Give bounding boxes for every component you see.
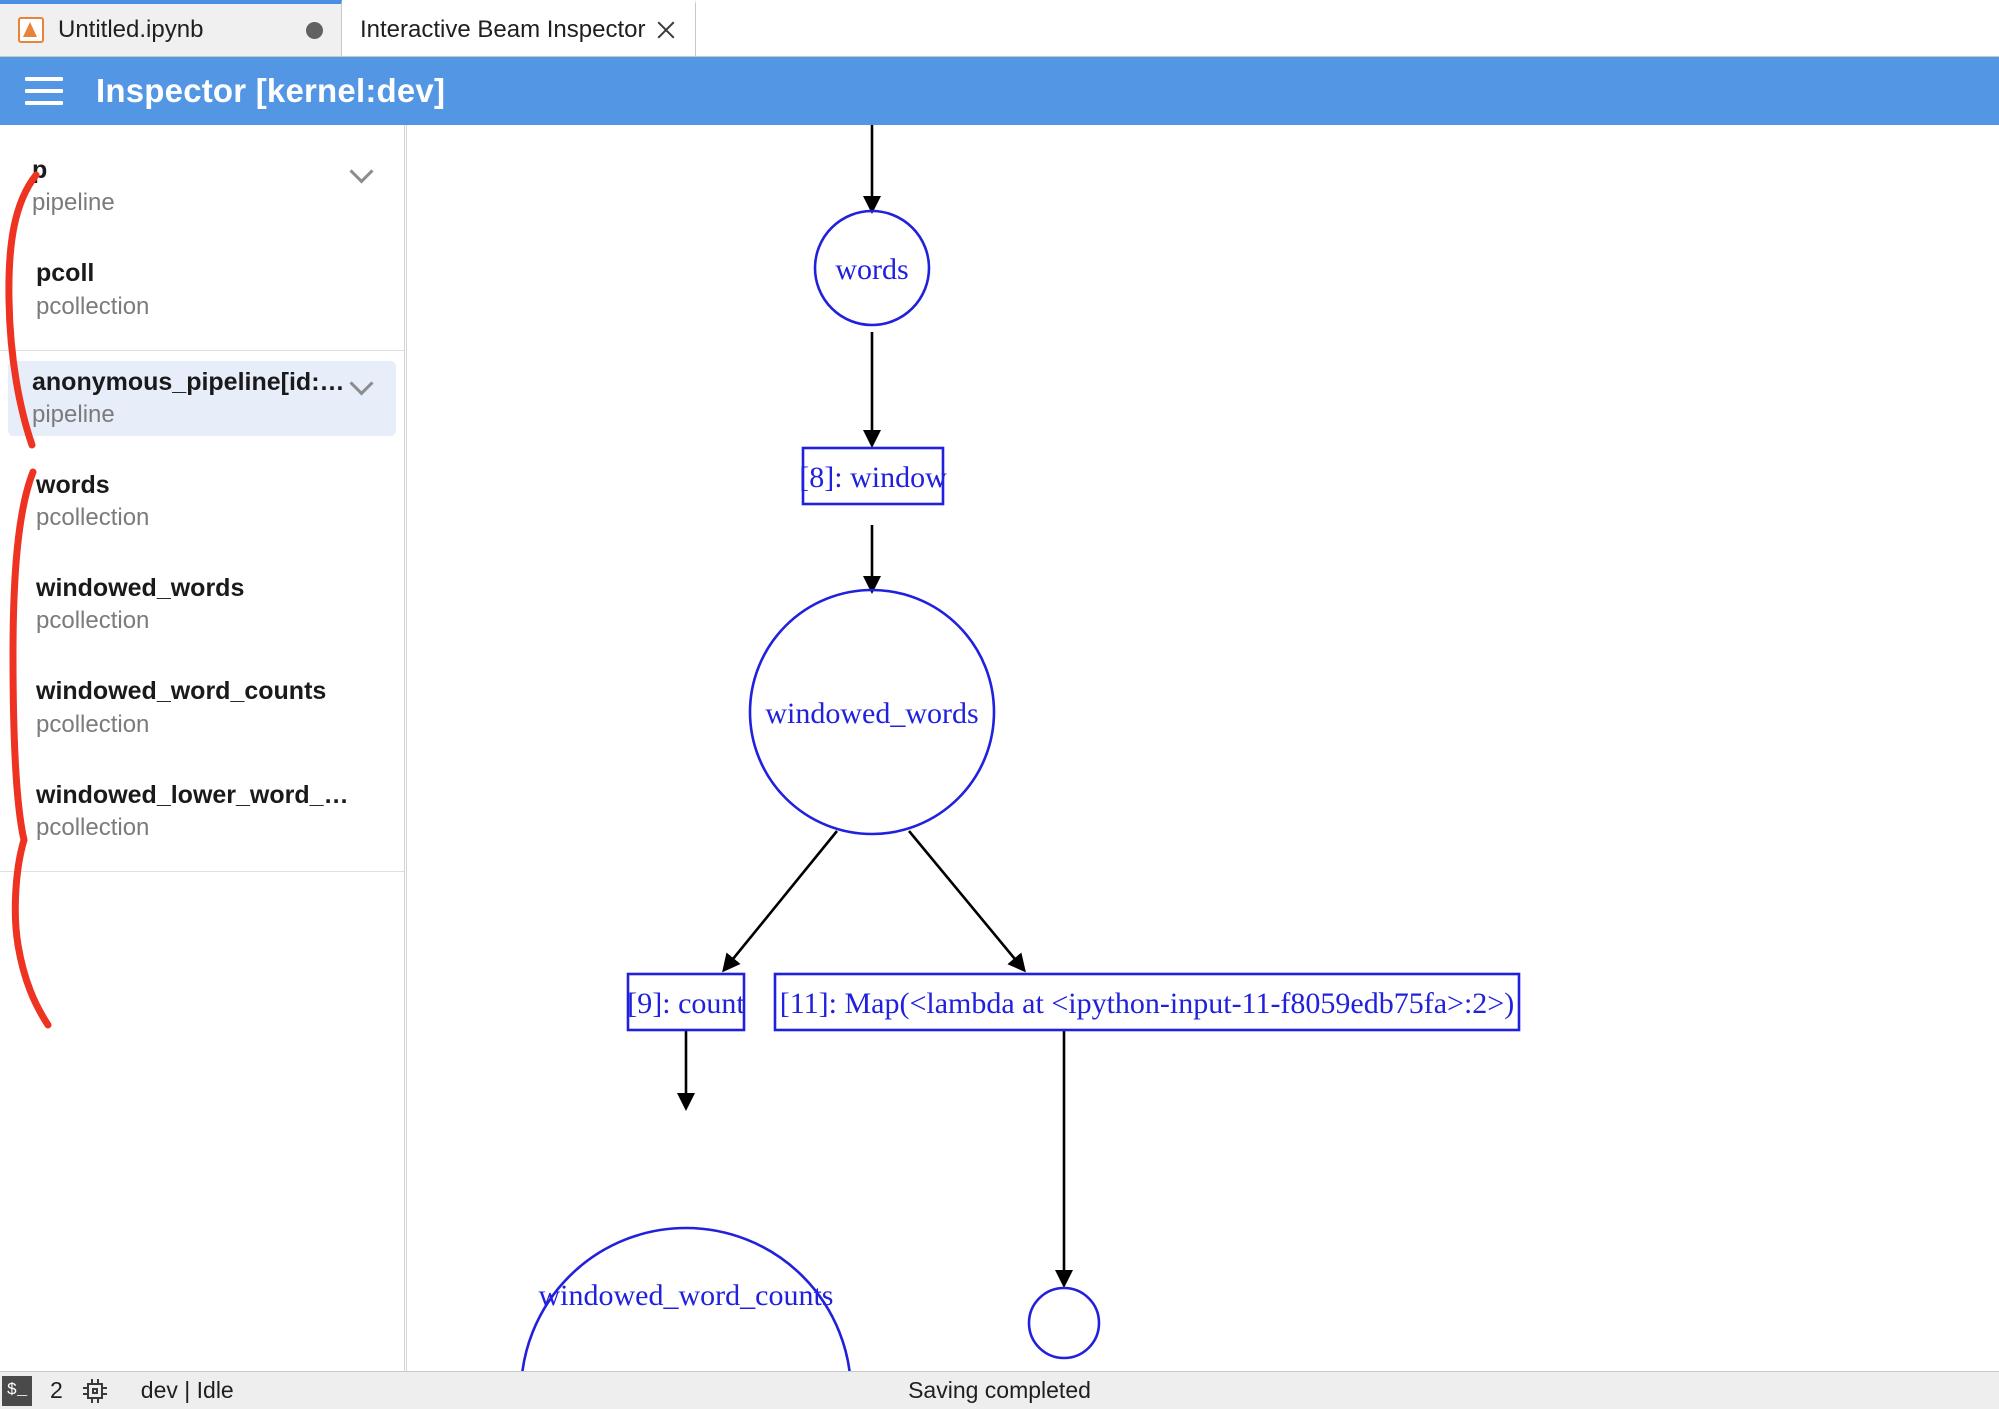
node-label-map: [11]: Map(<lambda at <ipython-input-11-f… [780,987,1514,1020]
node-label-windowed-words: windowed_words [765,697,978,730]
sidebar-item-kind: pcollection [36,292,150,320]
sidebar-item-anonymous-pipeline[interactable]: anonymous_pipeline[id:44516… pipeline [8,360,396,436]
tab-label: Untitled.ipynb [58,16,204,43]
terminal-count: 2 [50,1377,63,1403]
sidebar-item-windowed-lower-word-counts[interactable]: windowed_lower_word_counts pcollection [8,774,396,849]
sidebar-item-kind: pcollection [36,504,150,531]
sidebar-item-words[interactable]: words pcollection [8,464,396,539]
inspector-sidebar[interactable]: p pipeline pcoll pcollection anonymous_p… [0,125,405,1371]
sidebar-item-label: p [32,156,48,184]
tab-bar: Untitled.ipynb Interactive Beam Inspecto… [0,0,1999,57]
hamburger-icon[interactable] [25,77,63,105]
sidebar-item-label: anonymous_pipeline[id:44516… [32,367,352,396]
node-count[interactable] [626,972,746,1032]
sidebar-item-kind: pcollection [36,607,150,635]
sidebar-item-pcoll[interactable]: pcoll pcollection [8,252,396,327]
sidebar-item-label: windowed_lower_word_counts [36,780,352,809]
sidebar-item-p[interactable]: p pipeline [8,149,396,224]
tab-interactive-beam-inspector[interactable]: Interactive Beam Inspector [342,0,697,56]
kernel-status[interactable]: dev | Idle [140,1377,234,1403]
graph-svg: words [8]: window windowed_words [9]: co… [521,125,1521,1371]
node-window[interactable] [801,446,945,506]
sidebar-item-label: windowed_words [36,574,245,602]
sidebar-item-kind: pipeline [32,189,115,217]
node-unnamed[interactable] [1027,1286,1101,1360]
sidebar-item-windowed-words[interactable]: windowed_words pcollection [8,567,396,642]
graph-edges [676,125,1074,1289]
node-label-window: [8]: window [799,461,947,494]
sidebar-item-label: pcoll [36,259,95,288]
chevron-down-icon[interactable] [352,375,374,387]
node-label-count: [9]: count [627,987,745,1020]
close-icon[interactable] [655,19,677,41]
node-windowed-words[interactable] [748,588,996,836]
unsaved-indicator-dot[interactable] [306,21,323,39]
beam-pipeline-graph[interactable]: words [8]: window windowed_words [9]: co… [406,125,1999,1371]
sidebar-item-kind: pcollection [36,710,150,738]
saving-status: Saving completed [908,1377,1091,1403]
sidebar-item-label: words [36,470,110,499]
node-label-words: words [835,253,908,286]
cpu-chip-icon[interactable] [82,1378,107,1403]
sidebar-item-windowed-word-counts[interactable]: windowed_word_counts pcollection [8,670,396,745]
sidebar-item-label: windowed_word_counts [36,677,327,706]
tab-untitled-ipynb[interactable]: Untitled.ipynb [0,0,342,56]
graph-nodes [521,209,1521,1371]
node-words[interactable] [813,209,931,327]
tab-label: Interactive Beam Inspector [360,16,646,43]
page-title: Inspector [kernel:dev] [96,72,446,109]
sidebar-item-kind: pipeline [32,400,115,428]
pipeline-group-anonymous: anonymous_pipeline[id:44516… pipeline wo… [0,351,404,872]
node-windowed-word-counts[interactable] [521,1226,851,1371]
graph-node-labels: words [8]: window windowed_words [9]: co… [539,253,1515,1312]
pipeline-group-p: p pipeline pcoll pcollection [0,125,404,351]
inspector-body: p pipeline pcoll pcollection anonymous_p… [0,125,1999,1371]
status-bar: $_ 2 dev | Idle Saving completed [0,1371,1999,1409]
sidebar-item-kind: pcollection [36,813,150,841]
terminal-icon[interactable]: $_ [2,1375,32,1406]
node-map[interactable] [773,972,1521,1032]
notebook-icon [18,17,44,43]
chevron-down-icon[interactable] [352,163,374,175]
inspector-header: Inspector [kernel:dev] [0,57,1999,125]
node-label-windowed-word-counts: windowed_word_counts [539,1279,834,1312]
